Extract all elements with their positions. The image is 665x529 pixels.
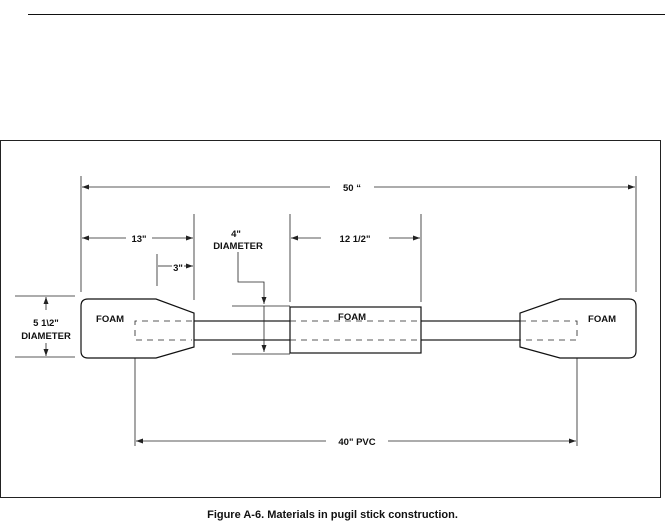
right-foam-end: FOAM: [519, 298, 637, 359]
handle-length-label: 13": [131, 234, 146, 245]
figure-caption: Figure A-6. Materials in pugil stick con…: [207, 509, 458, 521]
center-diameter-value: 4": [231, 229, 241, 240]
foam-right-label: FOAM: [588, 314, 616, 325]
page-top-rule: [28, 14, 665, 15]
foam-left-label: FOAM: [96, 314, 124, 325]
pvc-length-label: 40" PVC: [338, 437, 375, 448]
center-length-label: 12 1/2": [340, 234, 371, 245]
end-diameter-value: 5 1\2": [33, 318, 59, 329]
center-foam-sleeve: FOAM: [289, 306, 422, 354]
pvc-length-dimension: 40" PVC: [136, 437, 576, 448]
overall-length-label: 50 “: [343, 183, 361, 194]
hidden-pvc-lines: [134, 320, 578, 341]
extension-lines: [15, 176, 637, 446]
end-diameter-word: DIAMETER: [21, 331, 71, 342]
taper-length-label: 3": [173, 263, 183, 274]
figure-frame: [0, 140, 661, 498]
center-diameter-dimension: 4" DIAMETER: [213, 229, 267, 352]
center-diameter-word: DIAMETER: [213, 241, 263, 252]
taper-length-dimension: 3": [158, 263, 193, 274]
handle-length-dimension: 13": [82, 234, 193, 245]
left-foam-end: FOAM: [80, 298, 195, 359]
overall-length-dimension: 50 “: [82, 183, 635, 194]
center-length-dimension: 12 1/2": [291, 234, 420, 245]
foam-center-label: FOAM: [338, 312, 366, 323]
end-diameter-dimension: 5 1\2" DIAMETER: [21, 297, 71, 356]
